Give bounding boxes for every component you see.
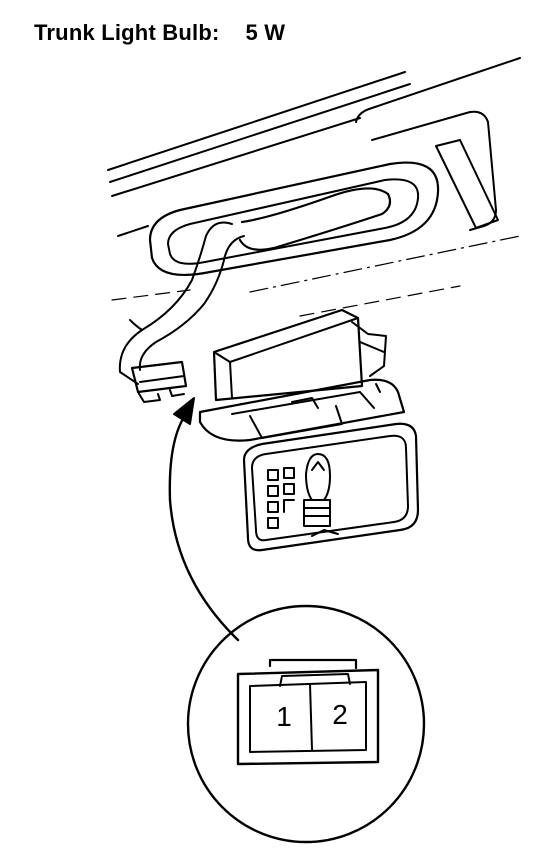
- lens-cover: [242, 422, 420, 552]
- bulb-icon: [303, 453, 331, 527]
- pin-2-label: 2: [332, 699, 348, 730]
- harness-connector: [130, 360, 188, 403]
- diagram-title: Trunk Light Bulb: 5 W: [34, 20, 285, 46]
- lamp-recess: [148, 161, 440, 276]
- light-housing: [198, 308, 406, 442]
- connector-detail: 1 2: [186, 604, 426, 844]
- bulb-wattage: 5 W: [245, 20, 286, 45]
- wire-harness: [118, 187, 392, 385]
- indicator-arrow: [168, 397, 240, 642]
- title-label: Trunk Light Bulb:: [34, 20, 220, 45]
- pin-1-label: 1: [276, 701, 292, 732]
- trunk-lid-panel: [107, 57, 521, 317]
